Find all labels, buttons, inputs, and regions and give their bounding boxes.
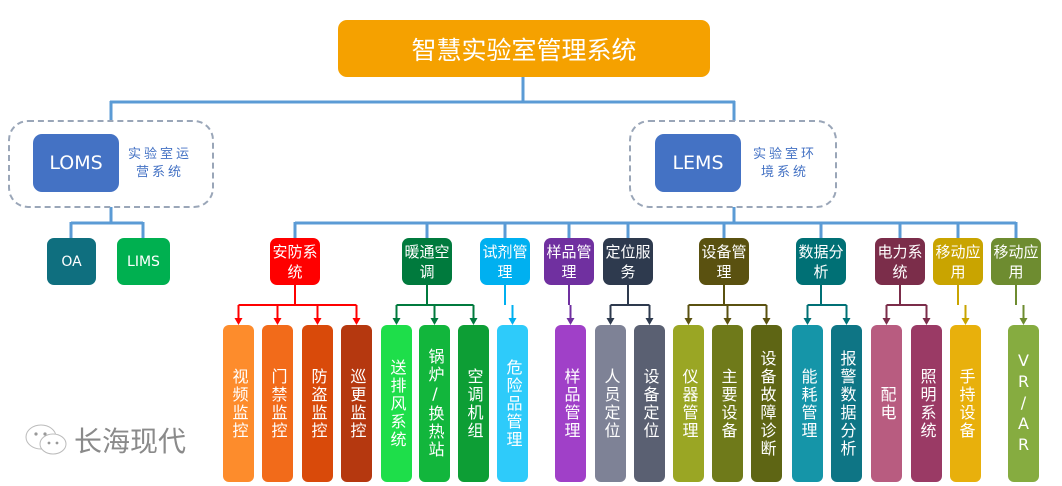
leaf-node: 设备故障诊断 xyxy=(751,325,782,482)
category-node: 移动应用 xyxy=(991,238,1041,285)
arrow-head xyxy=(684,318,693,325)
arrow-head xyxy=(723,318,732,325)
arrow-head xyxy=(430,318,439,325)
loms-group xyxy=(8,120,214,208)
root-title: 智慧实验室管理系统 xyxy=(338,20,710,77)
lems-description: 实验室环境系统 xyxy=(752,147,817,180)
arrow-head xyxy=(566,318,575,325)
leaf-node: 样品管理 xyxy=(555,325,586,482)
leaf-node: 设备定位 xyxy=(634,325,665,482)
wechat-icon xyxy=(25,424,67,455)
lems-node: LEMS xyxy=(655,134,741,192)
leaf-node: 空调机组 xyxy=(458,325,489,482)
leaf-node: 仪器管理 xyxy=(673,325,704,482)
arrow-head xyxy=(273,318,282,325)
arrow-head xyxy=(234,318,243,325)
leaf-node: 手持设备 xyxy=(950,325,981,482)
loms-node: LOMS xyxy=(33,134,119,192)
leaf-node: 送排风系统 xyxy=(381,325,412,482)
arrow-head xyxy=(803,318,812,325)
arrow-head xyxy=(313,318,322,325)
arrow-head xyxy=(842,318,851,325)
category-node: 设备管理 xyxy=(699,238,749,285)
category-node: 数据分析 xyxy=(796,238,846,285)
category-node: 电力系统 xyxy=(875,238,925,285)
leaf-node: 视频监控 xyxy=(223,325,254,482)
category-node: 定位服务 xyxy=(603,238,653,285)
watermark: 长海现代 xyxy=(24,420,186,460)
leaf-node: 危险品管理 xyxy=(497,325,528,482)
leaf-node: 能耗管理 xyxy=(792,325,823,482)
loms-description: 实验室运营系统 xyxy=(127,147,192,180)
leaf-node: VR/AR xyxy=(1008,325,1039,482)
arrow-head xyxy=(882,318,891,325)
leaf-node: 主要设备 xyxy=(712,325,743,482)
arrow-head xyxy=(469,318,478,325)
leaf-node: 报警数据分析 xyxy=(831,325,862,482)
leaf-node: 防盗监控 xyxy=(302,325,333,482)
leaf-node: 锅炉/换热站 xyxy=(419,325,450,482)
arrow-head xyxy=(1019,318,1028,325)
leaf-node: 巡更监控 xyxy=(341,325,372,482)
arrow-head xyxy=(606,318,615,325)
category-node: 暖通空调 xyxy=(402,238,452,285)
category-node: 安防系统 xyxy=(270,238,320,285)
arrow-head xyxy=(645,318,654,325)
category-node: 试剂管理 xyxy=(480,238,530,285)
arrow-head xyxy=(922,318,931,325)
arrow-head xyxy=(392,318,401,325)
lems-group xyxy=(629,120,837,208)
leaf-node: 配电 xyxy=(871,325,902,482)
leaf-node: 门禁监控 xyxy=(262,325,293,482)
watermark-text: 长海现代 xyxy=(74,425,187,458)
arrow-head xyxy=(762,318,771,325)
arrow-head xyxy=(352,318,361,325)
arrow-head xyxy=(961,318,970,325)
oa-node: OA xyxy=(47,238,96,285)
leaf-node: 照明系统 xyxy=(911,325,942,482)
category-node: 移动应用 xyxy=(933,238,983,285)
lims-node: LIMS xyxy=(117,238,170,285)
category-node: 样品管理 xyxy=(544,238,594,285)
leaf-node: 人员定位 xyxy=(595,325,626,482)
arrow-head xyxy=(508,318,517,325)
